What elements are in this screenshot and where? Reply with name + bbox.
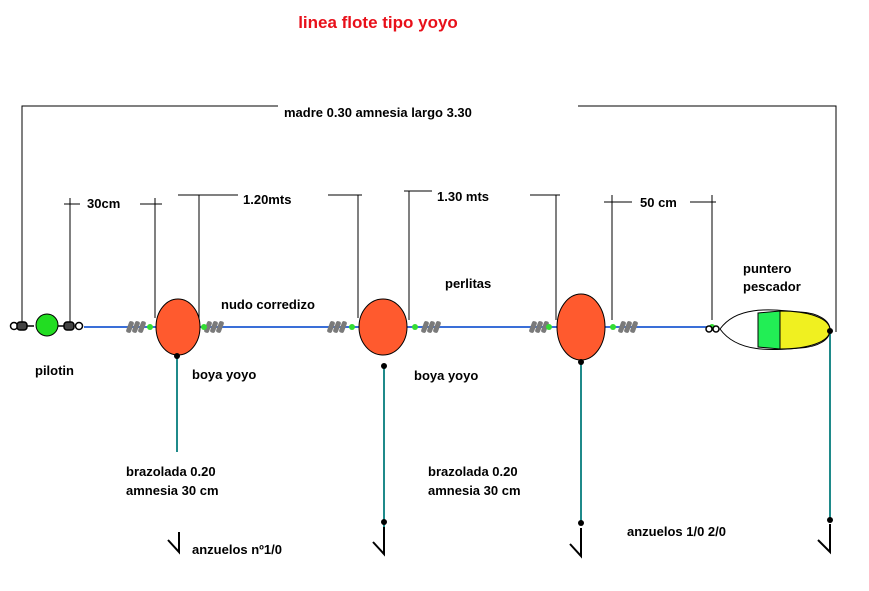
puntero-label-2: pescador <box>743 279 801 294</box>
swivel-right <box>58 321 84 331</box>
boya-yoyo-label-1: boya yoyo <box>192 367 256 382</box>
brazolada-label-2b: amnesia 30 cm <box>428 483 521 498</box>
bead-icon <box>349 324 355 330</box>
measure-ticks <box>64 190 716 326</box>
pilotin-label: pilotin <box>35 363 74 378</box>
float-1 <box>155 298 201 356</box>
madre-label: madre 0.30 amnesia largo 3.30 <box>284 105 472 120</box>
madre-bracket <box>21 105 837 332</box>
measure-130mts: 1.30 mts <box>437 189 489 204</box>
knot-icon <box>421 321 441 333</box>
knot-icon <box>204 321 224 333</box>
swivel-left <box>9 321 34 331</box>
hook-icon-4 <box>817 524 831 555</box>
float-3 <box>556 293 606 361</box>
knot-icon <box>126 321 146 333</box>
puntero-float <box>705 309 833 351</box>
bead-icon <box>201 324 207 330</box>
bead-icon <box>412 324 418 330</box>
perlitas-label: perlitas <box>445 276 491 291</box>
anzuelos-label-1: anzuelos nº1/0 <box>192 542 282 557</box>
knot-icon <box>529 321 549 333</box>
brazolada-label-1a: brazolada 0.20 <box>126 464 216 479</box>
hook-icon-2 <box>372 527 385 557</box>
pilotin-sinker <box>35 313 59 337</box>
puntero-label-1: puntero <box>743 261 791 276</box>
knot-icon <box>618 321 638 333</box>
measure-50cm: 50 cm <box>640 195 677 210</box>
beads <box>147 324 715 330</box>
measure-30cm: 30cm <box>87 196 120 211</box>
knot-icon <box>327 321 347 333</box>
measure-120mts: 1.20mts <box>243 192 291 207</box>
brazolada-label-2a: brazolada 0.20 <box>428 464 518 479</box>
boya-yoyo-label-2: boya yoyo <box>414 368 478 383</box>
branch-dots <box>174 353 833 526</box>
bead-icon <box>546 324 552 330</box>
hook-icon-1 <box>167 532 180 555</box>
knots <box>126 321 638 333</box>
bead-icon <box>610 324 616 330</box>
brazolada-label-1b: amnesia 30 cm <box>126 483 219 498</box>
diagram-title: linea flote tipo yoyo <box>298 13 458 32</box>
bead-icon <box>147 324 153 330</box>
anzuelos-label-2: anzuelos 1/0 2/0 <box>627 524 726 539</box>
float-2 <box>358 298 408 356</box>
hook-icon-3 <box>569 528 582 559</box>
nudo-corredizo-label: nudo corredizo <box>221 297 315 312</box>
hook-icons <box>167 524 831 559</box>
